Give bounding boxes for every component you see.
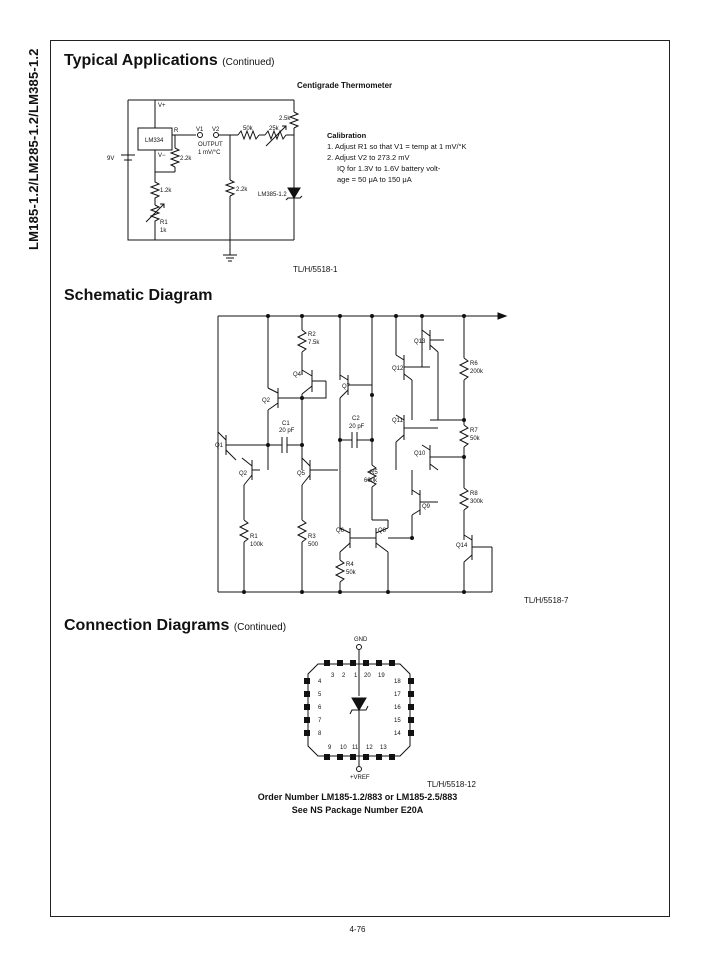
schematic-diagram-heading: Schematic Diagram xyxy=(64,287,213,304)
side-part-number: LM185-1.2/LM285-1.2/LM385-1.2 xyxy=(26,48,41,250)
page-number: 4-76 xyxy=(349,925,366,934)
calibration-note-1: IQ for 1.3V to 1.6V battery volt- xyxy=(337,164,441,173)
calibration-heading: Calibration xyxy=(327,131,367,140)
page-frame xyxy=(50,40,670,917)
calibration-notes: Calibration 1. Adjust R1 so that V1 = te… xyxy=(327,130,467,185)
thermometer-figure-id: TL/H/5518-1 xyxy=(293,265,338,274)
calibration-note-2: age = 50 μA to 150 μA xyxy=(337,175,412,184)
typical-applications-title: Typical Applications xyxy=(64,52,218,69)
connection-diagrams-title: Connection Diagrams xyxy=(64,617,230,634)
thermometer-title: Centigrade Thermometer xyxy=(297,81,393,90)
connection-figure-id: TL/H/5518-12 xyxy=(427,780,476,789)
typical-applications-sub: (Continued) xyxy=(222,57,275,68)
package-number-line: See NS Package Number E20A xyxy=(291,805,424,815)
connection-diagrams-heading: Connection Diagrams (Continued) xyxy=(64,617,286,635)
typical-applications-heading: Typical Applications (Continued) xyxy=(64,52,275,70)
connection-diagrams-sub: (Continued) xyxy=(233,622,287,633)
calibration-step-2: 2. Adjust V2 to 273.2 mV xyxy=(327,153,410,162)
schematic-figure-id: TL/H/5518-7 xyxy=(524,596,569,605)
order-number-line: Order Number LM185-1.2/883 or LM185-2.5/… xyxy=(257,792,458,802)
calibration-step-1: 1. Adjust R1 so that V1 = temp at 1 mV/°… xyxy=(327,142,467,151)
